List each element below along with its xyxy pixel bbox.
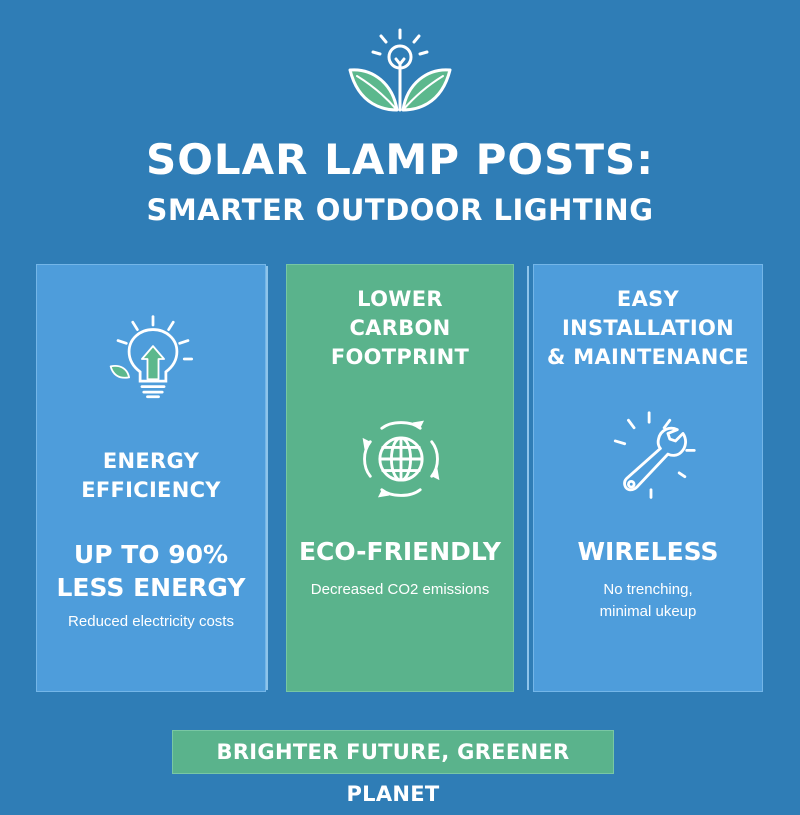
panel-description: Decreased CO2 emissions bbox=[310, 581, 490, 598]
panel-description: No trenching, minimal ukeup bbox=[599, 581, 697, 620]
lightbulb-with-leaves-icon bbox=[348, 28, 452, 112]
panel-stat: ECO-FRIENDLY bbox=[298, 537, 502, 566]
panel-stat: WIRELESS bbox=[577, 537, 719, 566]
panel-heading: LOWER CARBON FOOTPRINT bbox=[330, 287, 470, 369]
lightbulb-arrow-up-icon bbox=[109, 315, 194, 399]
recycle-globe-icon bbox=[362, 420, 440, 498]
footer-banner: BRIGHTER FUTURE, GREENER PLANET bbox=[172, 730, 614, 806]
panel-divider bbox=[527, 266, 529, 690]
panel-easy-installation: EASY INSTALLATION & MAINTENANCE WIRELESS… bbox=[533, 264, 763, 692]
page-subtitle: SMARTER OUTDOOR LIGHTING bbox=[146, 193, 654, 227]
panel-lower-carbon-footprint: LOWER CARBON FOOTPRINT ECO-FRIENDLY Decr… bbox=[286, 264, 514, 692]
panel-stat: UP TO 90% LESS ENERGY bbox=[56, 540, 246, 602]
page-title: SOLAR LAMP POSTS: bbox=[145, 135, 655, 184]
panel-heading: EASY INSTALLATION & MAINTENANCE bbox=[547, 287, 749, 369]
panel-energy-efficiency: ENERGY EFFICIENCY UP TO 90% LESS ENERGY … bbox=[36, 264, 266, 692]
panel-description: Reduced electricity costs bbox=[68, 613, 234, 630]
wrench-sparkle-icon bbox=[613, 411, 696, 499]
panel-heading: ENERGY EFFICIENCY bbox=[81, 449, 221, 502]
panel-divider bbox=[266, 266, 268, 690]
